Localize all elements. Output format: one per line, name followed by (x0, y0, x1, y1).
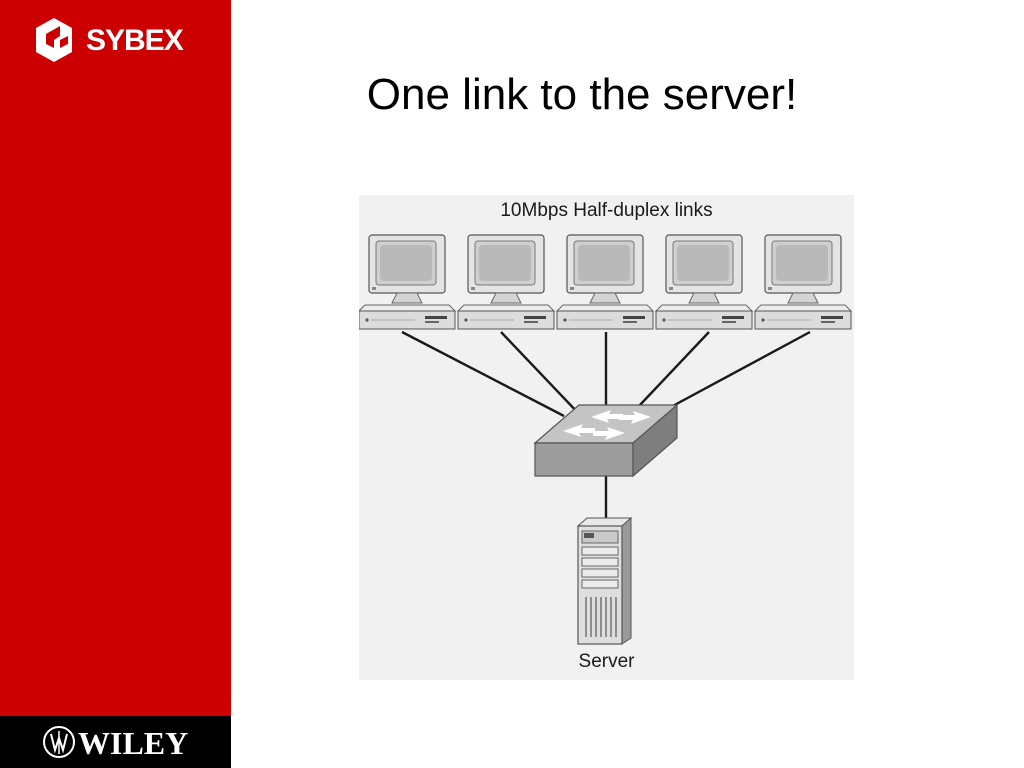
workstation-icon (457, 234, 555, 330)
link-line (401, 330, 565, 418)
sybex-logo: SYBEX (30, 14, 200, 66)
server-icon (576, 516, 633, 645)
workstation-icon (754, 234, 852, 330)
wiley-seal-icon (43, 726, 75, 758)
workstation-icon (556, 234, 654, 330)
sybex-mark-icon (36, 18, 72, 62)
slide-title: One link to the server! (366, 70, 798, 119)
diagram-caption: 10Mbps Half-duplex links (500, 200, 713, 221)
link-line (638, 331, 710, 407)
sybex-wordmark: SYBEX (86, 24, 184, 57)
diagram-canvas (359, 234, 852, 645)
wiley-wordmark: WILEY (78, 725, 189, 761)
sidebar-band: SYBEX (0, 0, 231, 716)
server-label: Server (578, 651, 635, 672)
switch-icon (533, 403, 679, 478)
network-links (401, 330, 811, 520)
workstation-icon (359, 234, 456, 330)
link-line (500, 331, 582, 417)
workstation-icon (655, 234, 753, 330)
network-diagram: 10Mbps Half-duplex links Server (359, 195, 854, 680)
footer-band (0, 716, 231, 768)
wiley-logo: WILEY (42, 723, 202, 761)
link-line (668, 330, 811, 410)
